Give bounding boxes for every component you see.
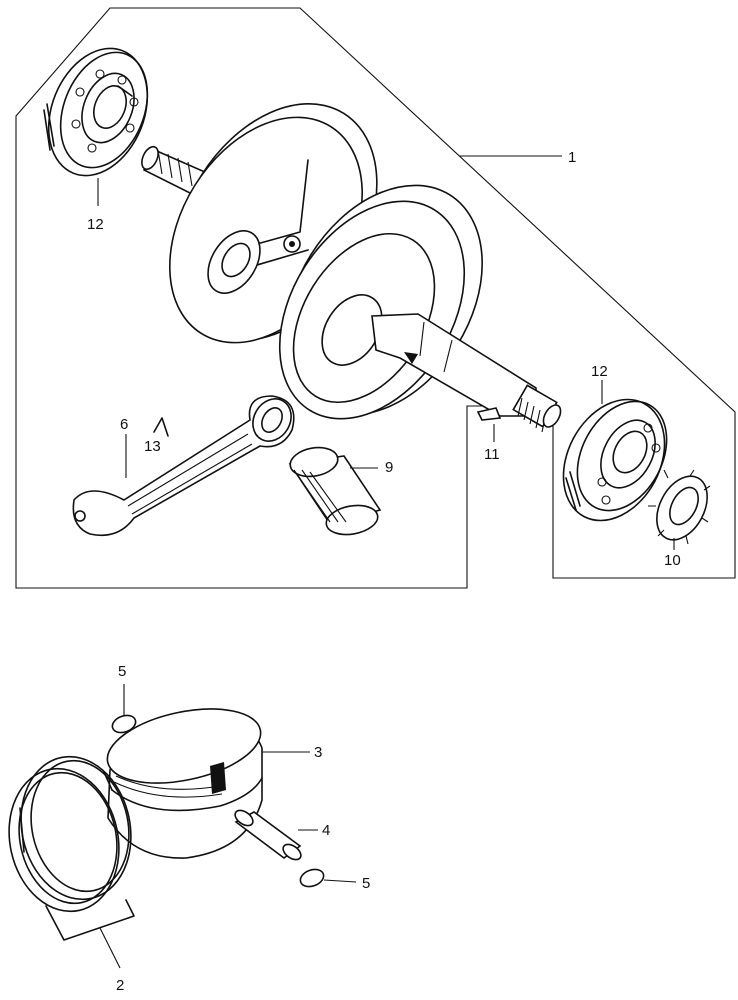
- needle-bearing: [288, 446, 382, 536]
- callout-3: 3: [314, 744, 322, 761]
- connecting-rod: [72, 395, 295, 537]
- callout-11: 11: [484, 446, 500, 463]
- callout-5-lower: 5: [362, 875, 370, 892]
- woodruff-key: [476, 407, 502, 421]
- callout-9: 9: [385, 459, 393, 476]
- leader-lines: [97, 155, 675, 969]
- callout-6: 6: [120, 416, 128, 433]
- callout-4: 4: [322, 822, 330, 839]
- piston-ring-set: [8, 755, 135, 941]
- piston-pin: [234, 809, 302, 861]
- callout-12-left: 12: [87, 216, 104, 233]
- callout-1: 1: [568, 149, 576, 166]
- assembly-boundary: [15, 7, 736, 589]
- piston: [106, 708, 263, 859]
- callout-13: 13: [144, 438, 161, 455]
- sprocket-gear: [648, 469, 711, 545]
- piston-pin-clip-lower: [299, 868, 325, 888]
- callout-2: 2: [116, 977, 124, 994]
- ball-bearing-right: [562, 398, 668, 522]
- callout-12-right: 12: [591, 363, 608, 380]
- callout-5-upper: 5: [118, 663, 126, 680]
- thrust-washer: [153, 417, 169, 437]
- crankshaft-assembly: [141, 103, 562, 433]
- piston-pin-clip-upper: [111, 714, 137, 734]
- callout-10: 10: [664, 552, 681, 569]
- ball-bearing-left: [43, 47, 149, 177]
